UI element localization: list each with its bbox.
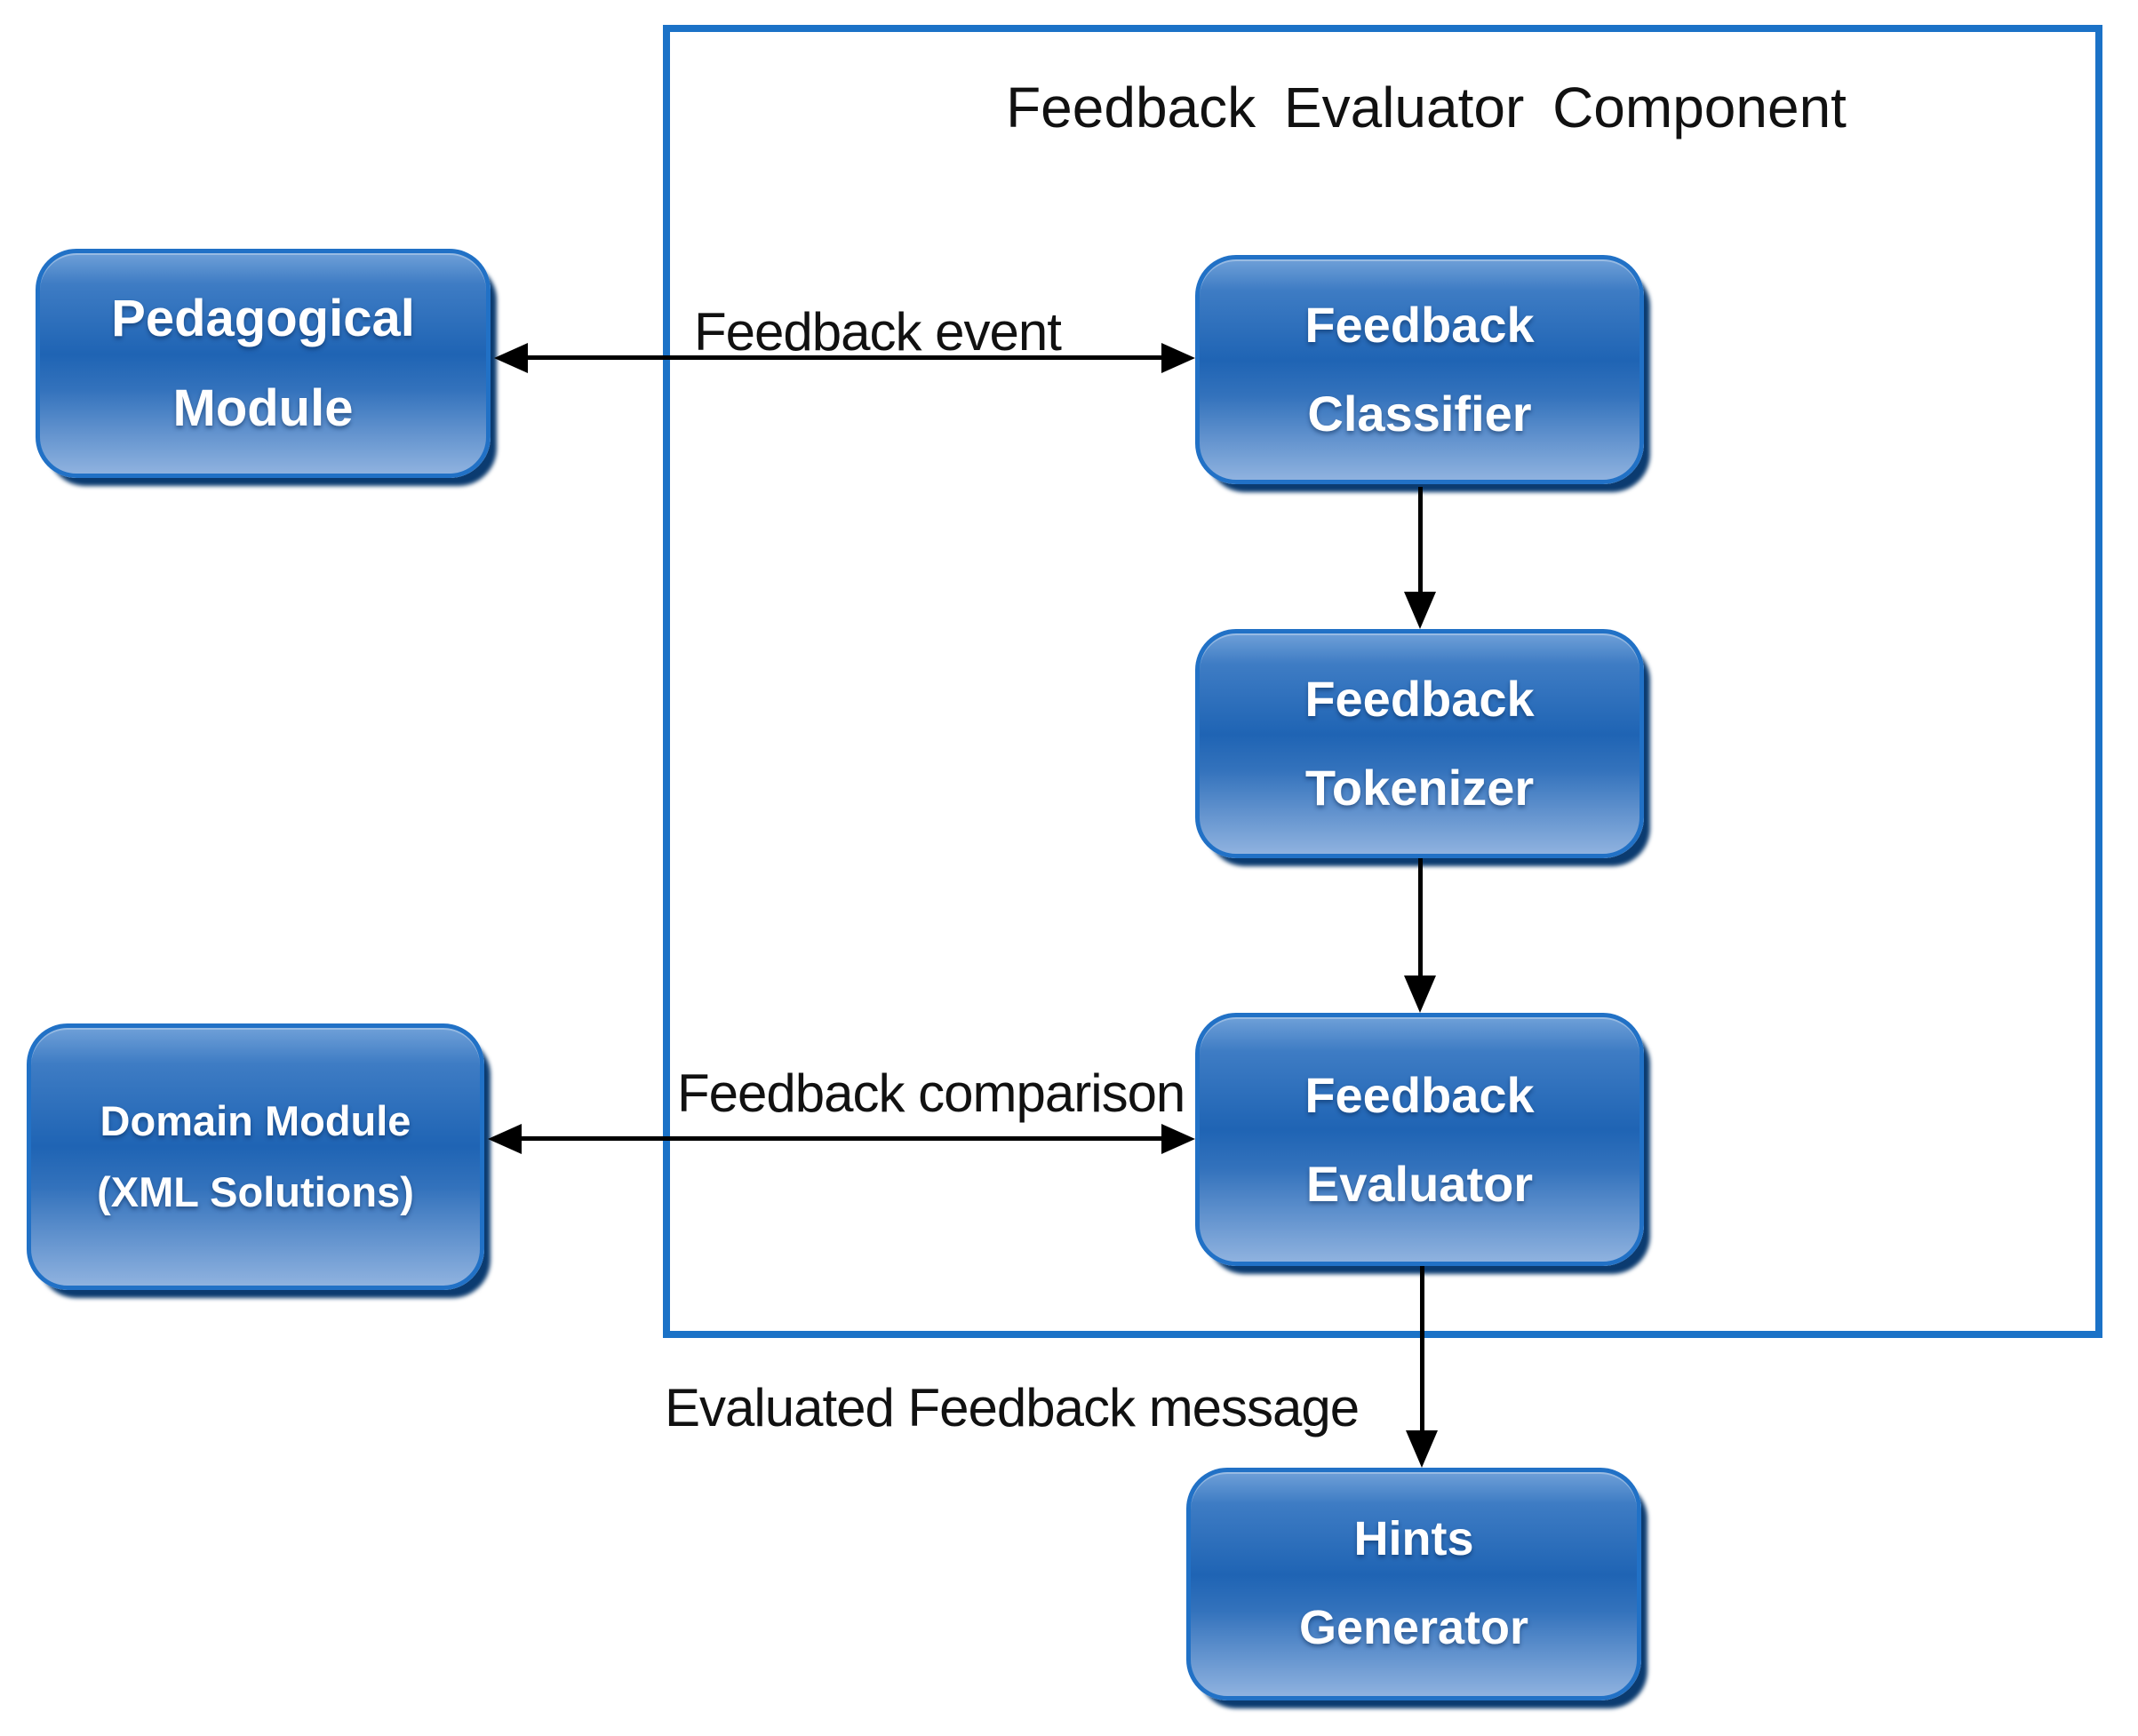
- arrowhead-down-icon: [1406, 1430, 1438, 1468]
- node-hints-generator: Hints Generator: [1186, 1468, 1641, 1700]
- edge-label-feedback-event: Feedback event: [694, 302, 1062, 362]
- arrowhead-left-icon: [488, 1124, 522, 1154]
- node-feedback-tokenizer: Feedback Tokenizer: [1195, 629, 1644, 858]
- edge-label-feedback-comparison: Feedback comparison: [677, 1063, 1185, 1123]
- node-pedagogical-module: Pedagogical Module: [36, 249, 491, 478]
- arrowhead-right-icon: [1161, 343, 1195, 373]
- arrowhead-down-icon: [1404, 592, 1436, 629]
- feedback-event-arrow-line: [524, 355, 1166, 360]
- node-feedback-classifier: Feedback Classifier: [1195, 255, 1644, 484]
- node-label-line: Feedback: [1304, 297, 1535, 354]
- node-label-line: Domain Module: [100, 1097, 411, 1145]
- node-label-line: Classifier: [1307, 386, 1532, 442]
- arrowhead-left-icon: [494, 343, 528, 373]
- node-label-line: Hints: [1353, 1512, 1474, 1566]
- node-label-line: Pedagogical: [111, 289, 415, 347]
- classifier-to-tokenizer-arrow-line: [1418, 487, 1423, 597]
- node-label-line: Evaluator: [1305, 1155, 1534, 1212]
- node-feedback-evaluator: Feedback Evaluator: [1195, 1013, 1644, 1266]
- feedback-comparison-arrow-line: [518, 1136, 1165, 1141]
- node-label-line: Feedback: [1304, 671, 1535, 728]
- node-domain-module: Domain Module (XML Solutions): [27, 1023, 484, 1290]
- feedback-evaluator-component-boundary: [663, 25, 2102, 1338]
- arrowhead-down-icon: [1404, 976, 1436, 1013]
- edge-label-evaluated-feedback-message: Evaluated Feedback message: [665, 1378, 1360, 1437]
- node-label-line: Tokenizer: [1304, 760, 1535, 816]
- node-label-line: Module: [172, 379, 354, 437]
- node-label-line: Feedback: [1304, 1066, 1535, 1123]
- arrowhead-right-icon: [1161, 1124, 1195, 1154]
- diagram-title: Feedback Evaluator Component: [1006, 76, 1847, 139]
- evaluator-to-hints-arrow-line: [1420, 1266, 1424, 1437]
- tokenizer-to-evaluator-arrow-line: [1418, 858, 1423, 981]
- node-label-line: (XML Solutions): [97, 1168, 414, 1215]
- node-label-line: Generator: [1298, 1601, 1529, 1654]
